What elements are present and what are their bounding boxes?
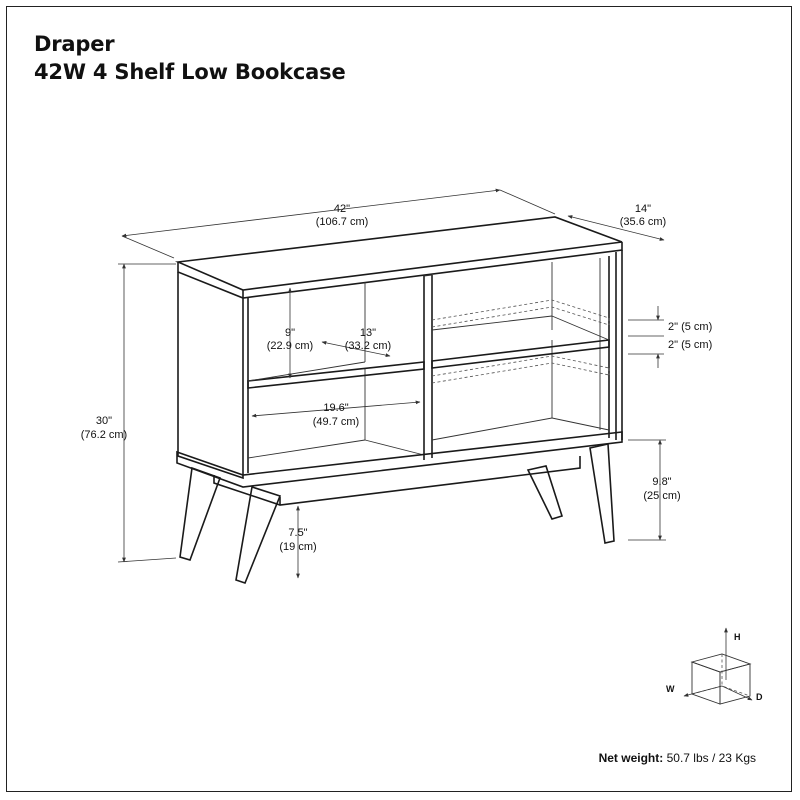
height-in-label: 30" xyxy=(96,415,112,427)
clearance-cm-label: (19 cm) xyxy=(279,541,316,553)
product-name: Draper xyxy=(34,32,115,56)
front-right-leg xyxy=(235,485,282,584)
width-cm-label: (106.7 cm) xyxy=(316,216,369,228)
axis-d-label: D xyxy=(756,692,763,702)
shelf-adjust-1-label: 2" (5 cm) xyxy=(668,321,712,333)
cubby-height-cm-label: (22.9 cm) xyxy=(267,340,313,352)
cubby-height-in-label: 9" xyxy=(285,327,295,339)
net-weight-value: 50.7 lbs / 23 Kgs xyxy=(663,751,756,765)
shelf-adjust-2-label: 2" (5 cm) xyxy=(668,339,712,351)
cubby-width-cm-label: (49.7 cm) xyxy=(313,416,359,428)
right-shelf xyxy=(431,339,610,369)
cubby-width-in-label: 19.6" xyxy=(323,402,348,414)
axis-w-label: W xyxy=(666,684,675,694)
depth-cm-label: (35.6 cm) xyxy=(620,216,666,228)
cubby-depth-in-label: 13" xyxy=(360,327,376,339)
product-model: 42W 4 Shelf Low Bookcase xyxy=(34,60,346,84)
base-plinth xyxy=(176,431,623,488)
front-left-leg xyxy=(179,466,222,561)
axis-cube-icon: H W D xyxy=(666,627,763,705)
dimension-lines xyxy=(117,188,666,579)
leg-height-cm-label: (25 cm) xyxy=(643,490,680,502)
left-side-panel xyxy=(177,272,244,480)
dimension-labels: 42" (106.7 cm) 14" (35.6 cm) 30" (76.2 c… xyxy=(81,203,712,553)
width-in-label: 42" xyxy=(334,203,350,215)
left-shelf xyxy=(247,361,425,389)
product-title: Draper 42W 4 Shelf Low Bookcase xyxy=(34,30,346,86)
net-weight: Net weight: 50.7 lbs / 23 Kgs xyxy=(599,751,756,765)
bookcase-body xyxy=(174,216,623,506)
height-cm-label: (76.2 cm) xyxy=(81,429,127,441)
axis-h-label: H xyxy=(734,632,741,642)
net-weight-label: Net weight: xyxy=(598,751,664,765)
diagram-frame xyxy=(6,6,792,792)
clearance-in-label: 7.5" xyxy=(288,527,307,539)
leg-height-in-label: 9.8" xyxy=(652,476,671,488)
depth-in-label: 14" xyxy=(635,203,651,215)
top-panel xyxy=(174,216,623,291)
rear-leg xyxy=(589,443,615,544)
back-right-leg xyxy=(526,465,564,520)
legs xyxy=(179,443,615,584)
cubby-depth-cm-label: (33.2 cm) xyxy=(345,340,391,352)
